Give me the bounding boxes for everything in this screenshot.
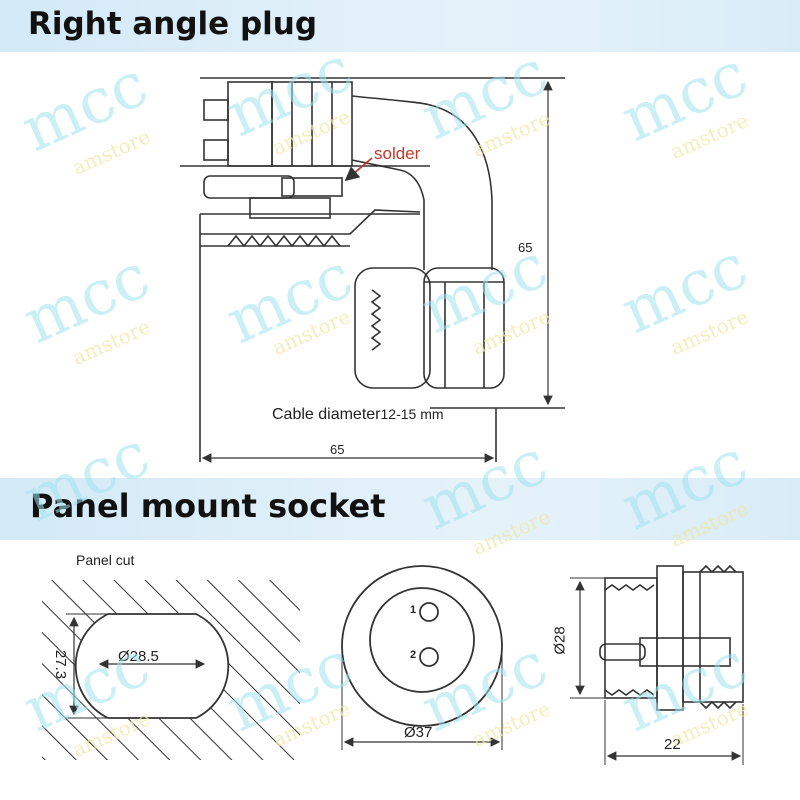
socket-side-view xyxy=(570,564,744,765)
header-band-bottom xyxy=(0,478,800,540)
panel-cut-drawing xyxy=(42,580,300,760)
socket-outer-ring xyxy=(341,565,503,727)
right-angle-plug-drawing xyxy=(180,77,565,462)
plug-cable-gland-nut xyxy=(354,267,431,389)
socket-insert xyxy=(369,587,475,693)
socket-pin-1-label: 1 xyxy=(410,604,417,616)
plug-elbow-inner xyxy=(351,159,425,270)
panel-cut-label: Panel cut xyxy=(76,552,135,568)
socket-pin-2-label: 2 xyxy=(410,649,417,661)
plug-width-dimension: 65 xyxy=(330,442,345,457)
plug-pin-upper xyxy=(203,175,295,199)
plug-thread-teeth xyxy=(227,234,341,248)
socket-body-length: 22 xyxy=(664,736,681,753)
socket-pin-1-hole xyxy=(419,602,439,622)
plug-dimensions xyxy=(201,80,553,463)
solder-arrow xyxy=(344,157,373,182)
socket-front-view xyxy=(341,565,503,750)
header-band-top xyxy=(0,0,800,52)
section-title-right-angle-plug: Right angle plug xyxy=(28,6,318,42)
socket-face-diameter: Ø37 xyxy=(404,724,433,741)
solder-label: solder xyxy=(374,144,421,163)
cable-diameter-label: Cable diameter12-15 mm xyxy=(272,406,444,424)
plug-height-dimension: 65 xyxy=(518,240,533,255)
plug-elbow-outer xyxy=(351,95,493,270)
panel-cut-diameter: Ø28.5 xyxy=(118,648,159,665)
socket-pin-2-hole xyxy=(419,647,439,667)
cable-diameter-text: Cable diameter xyxy=(272,406,381,423)
plug-cable-gland-body xyxy=(423,267,505,389)
section-title-panel-mount-socket: Panel mount socket xyxy=(30,487,386,525)
socket-body-diameter: Ø28 xyxy=(551,626,569,655)
cable-diameter-range: 12-15 mm xyxy=(380,406,444,422)
